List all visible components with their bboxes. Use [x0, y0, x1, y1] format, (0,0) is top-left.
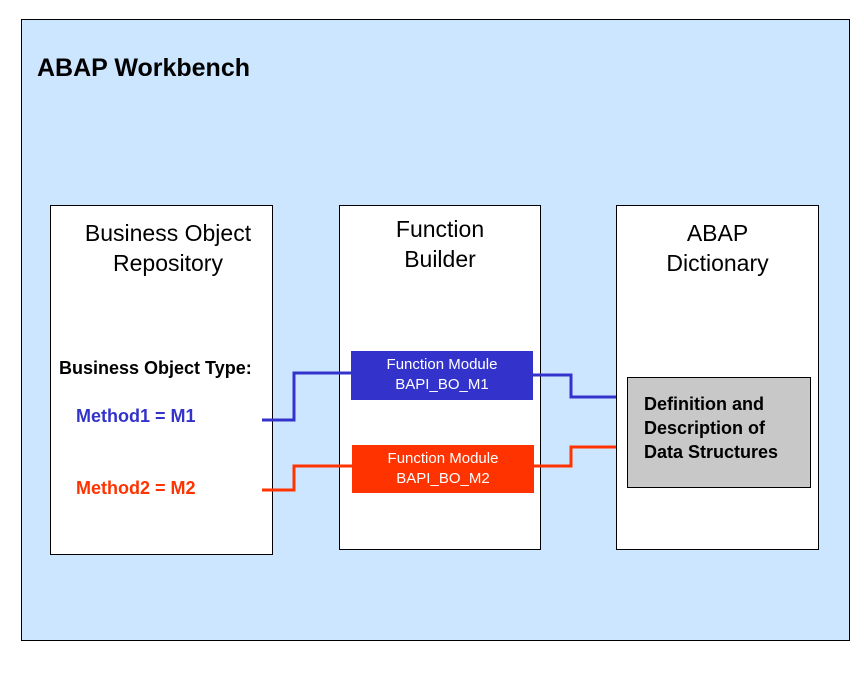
business-object-repository-title: Business Object Repository — [58, 218, 278, 278]
method2-label: Method2 = M2 — [76, 478, 196, 498]
module2-line1: Function Module — [387, 450, 499, 467]
module1-line2: BAPI_BO_M1 — [395, 376, 489, 393]
module1-line1: Function Module — [386, 356, 498, 373]
bor-title-line1: Business Object — [84, 220, 252, 246]
function-builder-title: Function Builder — [339, 214, 541, 274]
bor-title-line2: Repository — [113, 250, 223, 276]
business-object-repository-panel — [50, 205, 273, 555]
dict-title-line2: Dictionary — [666, 250, 769, 276]
module2-line2: BAPI_BO_M2 — [396, 470, 490, 487]
definition-line3: Data Structures — [644, 442, 779, 462]
data-structures-definition-box: Definition and Description of Data Struc… — [627, 377, 811, 488]
dict-title-line1: ABAP — [686, 220, 749, 246]
fb-title-line2: Builder — [404, 246, 476, 272]
business-object-type-label: Business Object Type: — [59, 358, 252, 378]
function-module-bapi-bo-m1: Function Module BAPI_BO_M1 — [351, 351, 533, 400]
abap-dictionary-title: ABAP Dictionary — [616, 218, 819, 278]
definition-line1: Definition and — [644, 394, 764, 414]
function-module-bapi-bo-m2: Function Module BAPI_BO_M2 — [352, 445, 534, 493]
definition-line2: Description of — [644, 418, 766, 438]
workbench-title: ABAP Workbench — [37, 54, 251, 82]
fb-title-line1: Function — [395, 216, 485, 242]
method1-label: Method1 = M1 — [76, 406, 196, 426]
